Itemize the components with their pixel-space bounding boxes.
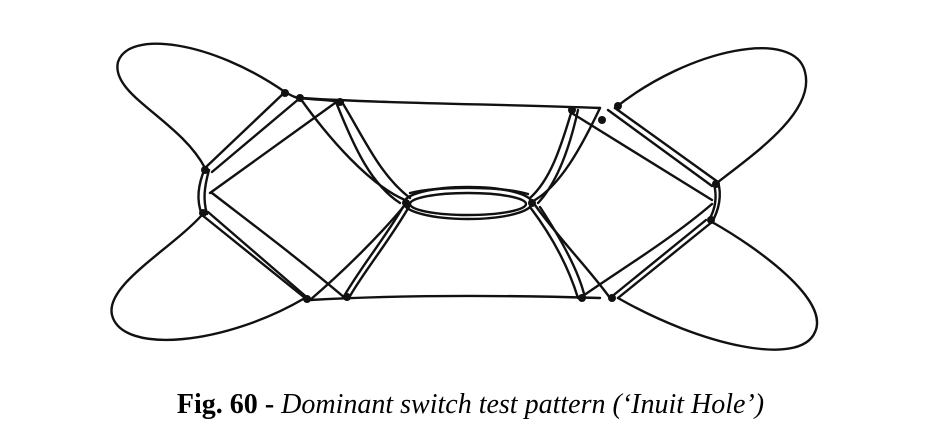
- bottom-string: [308, 294, 602, 302]
- left-to-hole-1: [298, 96, 407, 202]
- left-side-string-2: [203, 168, 211, 216]
- left-diagonal-2: [210, 96, 302, 174]
- right-diagonal-6: [578, 202, 714, 300]
- right-to-hole-1: [533, 106, 602, 202]
- right-diagonal-1: [613, 106, 720, 184]
- figure-caption: Fig. 60 - Dominant switch test pattern (…: [0, 380, 941, 430]
- left-diagonal-6: [210, 191, 347, 300]
- knot: [528, 199, 536, 207]
- right-to-hole-2: [528, 108, 574, 200]
- knot: [712, 180, 720, 188]
- caption-text: Dominant switch test pattern (‘Inuit Hol…: [281, 389, 765, 420]
- knot: [343, 293, 351, 301]
- knot: [336, 98, 344, 106]
- right-hole-to-bottom-1: [533, 203, 612, 300]
- knot: [199, 209, 207, 217]
- left-hole-to-bottom-1: [308, 203, 407, 302]
- knot: [296, 94, 304, 102]
- knot: [568, 106, 576, 114]
- central-hole-rim: [408, 186, 530, 196]
- right-hole-to-bottom-2: [538, 205, 587, 300]
- left-diagonal-1: [203, 90, 287, 170]
- left-to-hole-2: [340, 100, 412, 200]
- left-diagonal-3: [200, 213, 307, 300]
- lower-left-loop: [110, 213, 307, 342]
- central-hole-inner: [408, 191, 528, 217]
- left-hole-to-bottom-3: [341, 205, 405, 300]
- lower-right-loop: [616, 220, 819, 351]
- knot: [578, 294, 586, 302]
- right-diagonal-2: [606, 108, 714, 188]
- knot: [201, 166, 209, 174]
- knot: [598, 116, 606, 124]
- left-diagonal-4: [206, 210, 312, 302]
- knot: [608, 294, 616, 302]
- right-diagonal-5: [568, 110, 714, 202]
- left-to-hole-3: [334, 100, 402, 205]
- right-diagonal-3: [616, 220, 714, 300]
- upper-right-loop: [613, 47, 808, 184]
- knot: [281, 89, 289, 97]
- knot: [707, 216, 715, 224]
- left-hole-to-bottom-2: [348, 203, 412, 298]
- string-figure-drawing: [110, 42, 819, 351]
- upper-left-loop: [116, 42, 287, 170]
- right-to-hole-3: [536, 108, 580, 205]
- figure-label: Fig. 60: [176, 389, 258, 420]
- right-diagonal-4: [608, 218, 708, 300]
- knot: [614, 102, 622, 110]
- knot: [402, 199, 410, 207]
- knot: [303, 295, 311, 303]
- caption-separator: -: [264, 389, 275, 420]
- left-diagonal-5: [208, 101, 337, 195]
- right-hole-to-bottom-3: [528, 205, 580, 300]
